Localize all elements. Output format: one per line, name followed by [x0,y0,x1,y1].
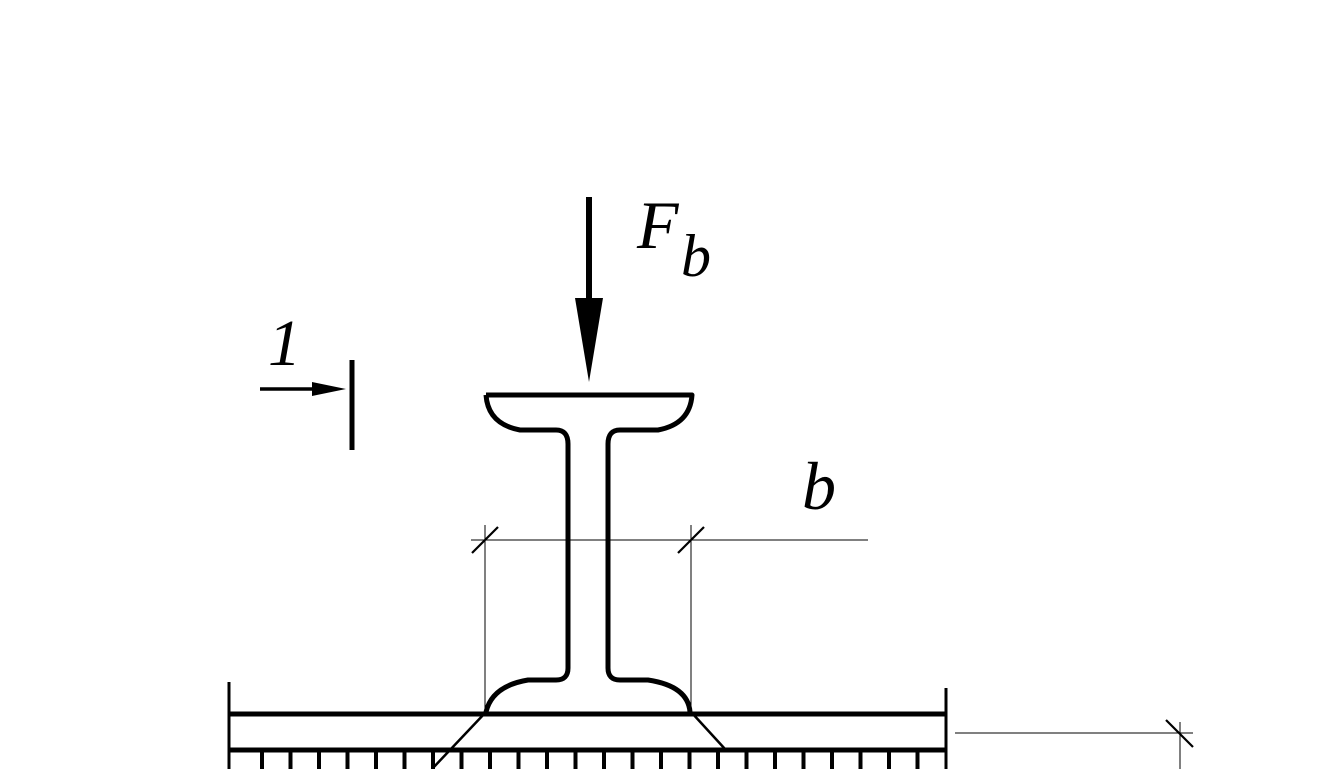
section-cut-marker [260,360,355,450]
force-label: F [636,187,680,263]
bearing-plate [227,682,948,769]
width-dimension [471,525,868,712]
thickness-dimension [955,719,1194,769]
foundation-hatching [260,752,920,769]
force-subscript: b [681,223,711,289]
load-spread-lines [431,712,726,769]
section-label: 1 [268,307,301,380]
width-label: b [802,448,836,524]
force-arrow [575,197,603,382]
force-symbol: F [636,187,680,263]
i-beam-section [483,392,695,713]
